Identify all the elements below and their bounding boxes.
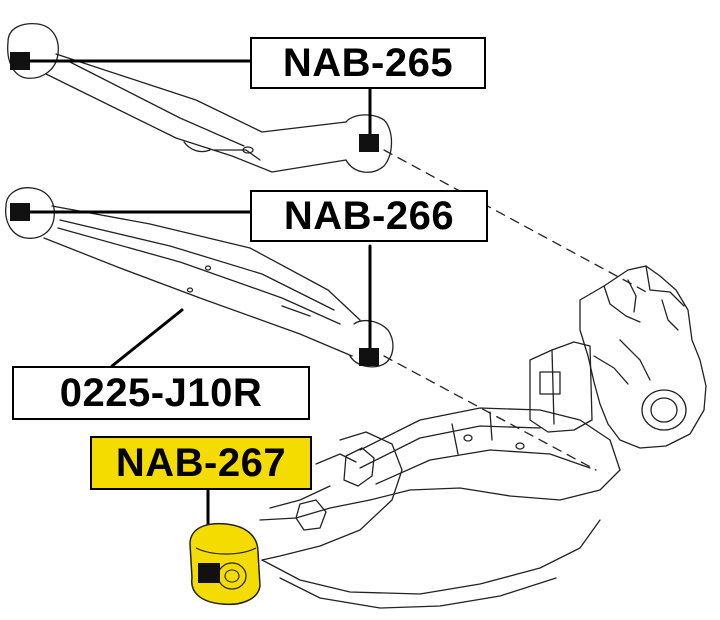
- bushing-nab-265-right: [359, 134, 379, 152]
- bushing-nab-267: [189, 522, 261, 606]
- bushing-nab-266-right: [359, 348, 379, 366]
- part-label-nab-267: NAB-267: [90, 436, 312, 490]
- bushing-nab-265-left: [10, 52, 30, 70]
- part-label-nab-265: NAB-265: [250, 37, 486, 89]
- rear-subframe: [259, 265, 707, 609]
- part-label-nab-266: NAB-266: [250, 190, 488, 242]
- leader-lines: [20, 59, 372, 576]
- part-label-0225-j10r: 0225-J10R: [12, 366, 310, 420]
- upper-control-arm: [7, 22, 393, 173]
- bushing-nab-266-left: [10, 203, 30, 221]
